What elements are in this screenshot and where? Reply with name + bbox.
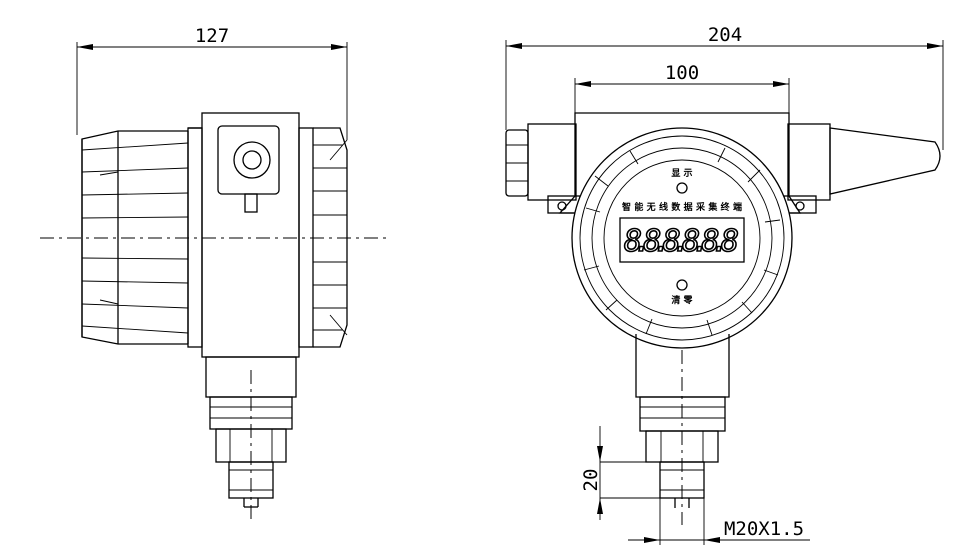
dimension-127-label: 127 bbox=[195, 25, 229, 47]
dimension-204-label: 204 bbox=[708, 24, 742, 46]
side-view: 127 bbox=[40, 25, 388, 520]
lcd-window bbox=[619, 217, 745, 263]
antenna bbox=[787, 123, 941, 201]
side-right-cover bbox=[313, 127, 348, 348]
front-round-cover bbox=[571, 127, 793, 349]
zero-button-label: 清 零 bbox=[671, 294, 693, 306]
zero-button[interactable] bbox=[676, 279, 688, 291]
side-housing bbox=[187, 112, 314, 358]
display-button[interactable] bbox=[676, 182, 688, 194]
dimension-204: 204 bbox=[505, 24, 944, 150]
front-view: 204 100 bbox=[505, 24, 944, 545]
side-left-cover bbox=[81, 130, 189, 345]
dimension-100-label: 100 bbox=[665, 62, 699, 84]
thread-spec-callout: M20X1.5 bbox=[628, 498, 810, 545]
display-button-label: 显 示 bbox=[671, 168, 692, 179]
dimension-20-label: 20 bbox=[580, 469, 602, 492]
lcd-readout: 8.8.8.8.8.8 bbox=[624, 224, 740, 259]
dimension-127: 127 bbox=[76, 25, 348, 140]
cable-gland bbox=[505, 123, 577, 201]
dimension-100: 100 bbox=[574, 62, 790, 118]
thread-spec-label: M20X1.5 bbox=[724, 518, 804, 540]
faceplate: 显 示 智能无线数据采集终端 8.8.8.8.8.8 清 零 bbox=[619, 168, 745, 306]
dimension-20: 20 bbox=[580, 426, 662, 520]
